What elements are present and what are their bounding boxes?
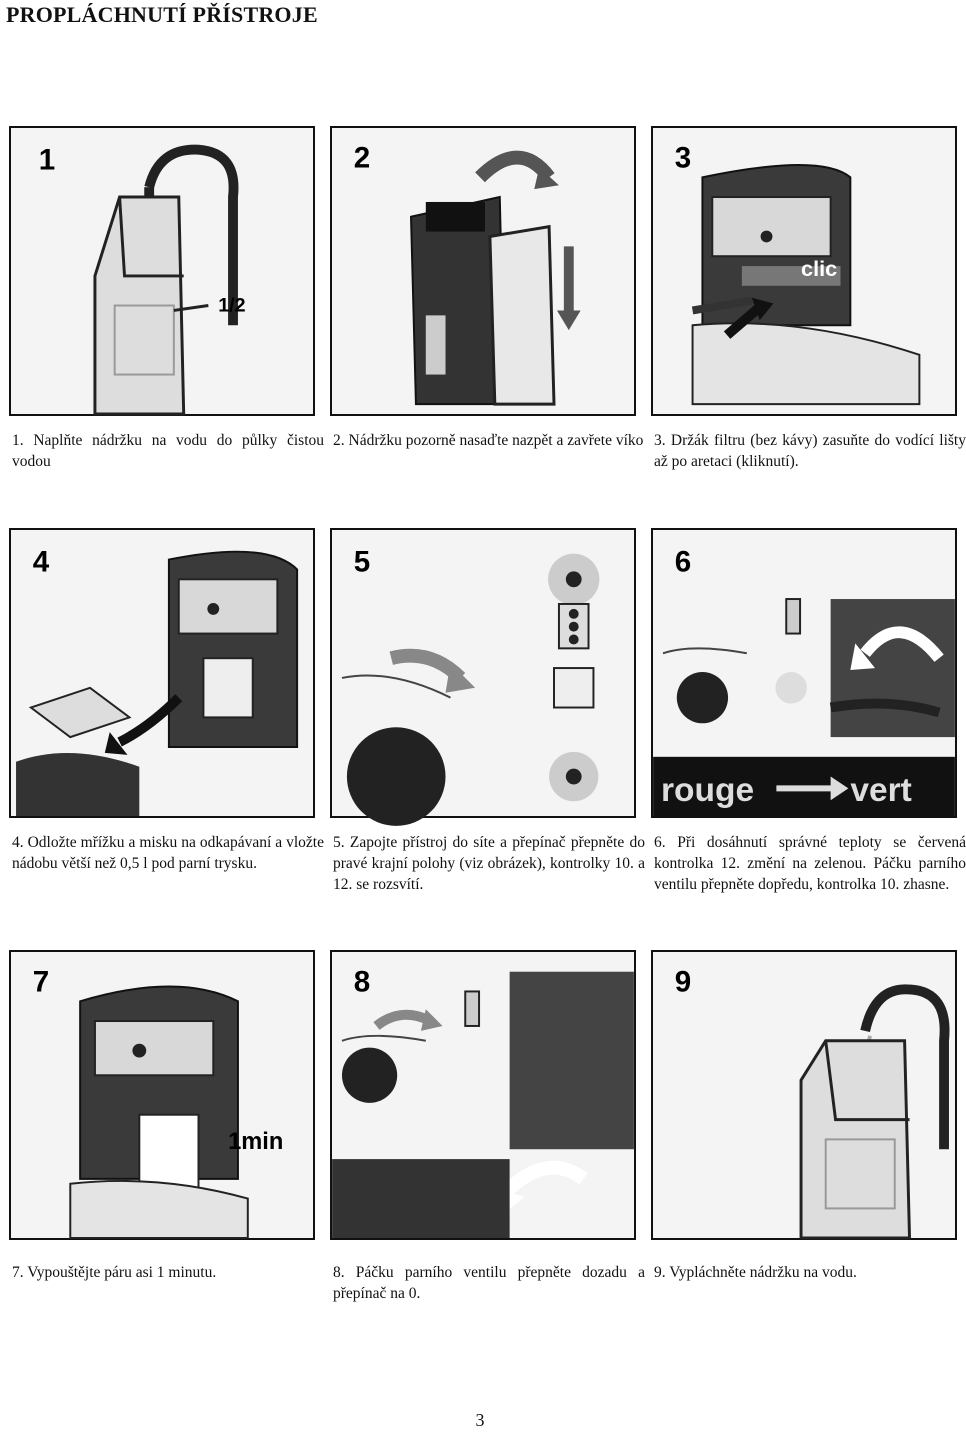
step-2-caption: 2. Nádržku pozorně nasaďte nazpět a zavř… <box>333 432 644 449</box>
step-7-caption: 7. Vypouštějte páru asi 1 minutu. <box>12 1264 217 1281</box>
step-4-caption: 4. Odložte mřížku a misku na odkapávaní … <box>12 834 324 872</box>
step-number: 5 <box>354 545 370 578</box>
page-number: 3 <box>475 1410 485 1430</box>
step-2-illustration: 2 <box>330 126 636 416</box>
step-number: 8 <box>354 965 370 998</box>
page-title: PROPLÁCHNUTÍ PŘÍSTROJE <box>6 2 318 27</box>
rouge-label: rouge <box>661 772 754 809</box>
step-6-caption: 6. Při dosáhnutí správné teploty se červ… <box>654 834 966 893</box>
step-5-caption: 5. Zapojte přístroj do síte a přepínač p… <box>333 834 645 893</box>
step-6-illustration: 6 rouge vert <box>651 528 957 818</box>
step-1-caption: 1. Naplňte nádržku na vodu do půlky čist… <box>12 432 324 470</box>
duration-label: 1min <box>228 1129 283 1155</box>
step-9-caption: 9. Vypláchněte nádržku na vodu. <box>654 1264 857 1281</box>
clic-label: clic <box>801 256 837 281</box>
step-7-illustration: 7 1min <box>9 950 315 1240</box>
step-number: 1 <box>39 143 55 176</box>
step-9-illustration: 9 <box>651 950 957 1240</box>
step-5-illustration: 5 <box>330 528 636 826</box>
step-number: 4 <box>33 545 50 578</box>
step-4-illustration: 4 <box>9 528 315 818</box>
step-number: 9 <box>675 965 691 998</box>
step-8-caption: 8. Páčku parního ventilu přepněte dozadu… <box>333 1264 645 1302</box>
vert-label: vert <box>850 772 911 809</box>
step-number: 2 <box>354 141 370 174</box>
step-number: 3 <box>675 141 691 174</box>
step-3-illustration: 3 clic <box>651 126 957 416</box>
step-1-illustration: 1 1/2 <box>9 126 315 416</box>
step-number: 6 <box>675 545 691 578</box>
step-8-illustration: 8 <box>330 950 636 1240</box>
half-label: 1/2 <box>218 294 245 316</box>
step-number: 7 <box>33 965 49 998</box>
step-3-caption: 3. Držák filtru (bez kávy) zasuňte do vo… <box>654 432 966 470</box>
